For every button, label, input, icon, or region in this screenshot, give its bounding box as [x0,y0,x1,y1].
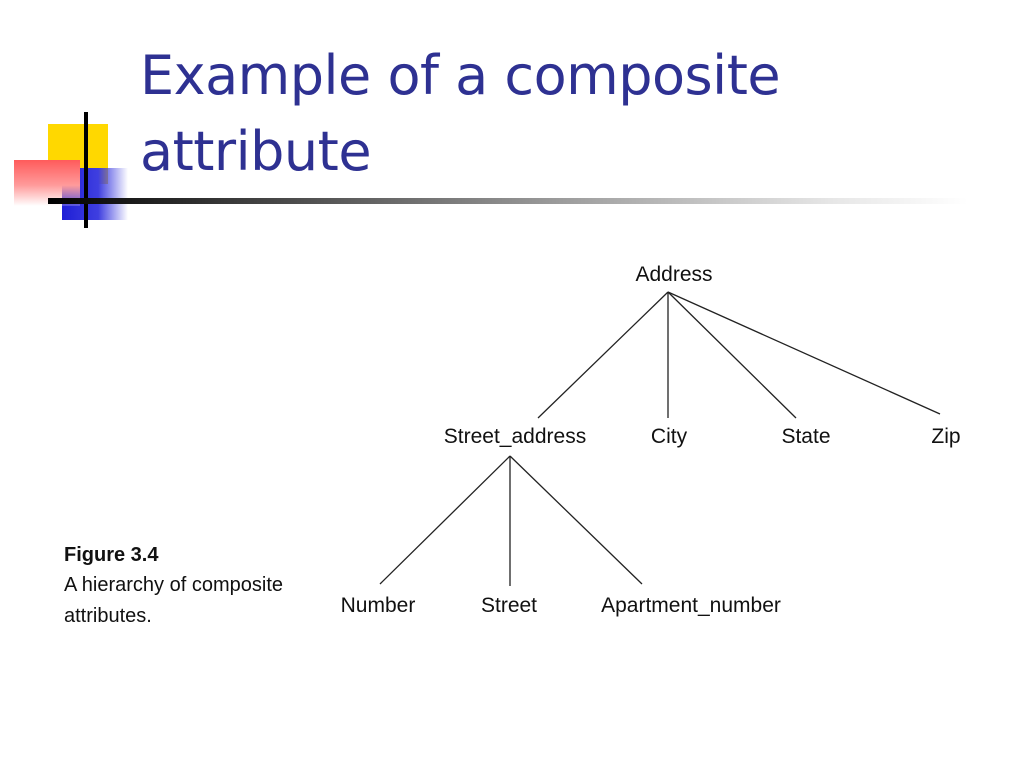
node-level2-street: Street [481,594,537,617]
node-level1-zip: Zip [931,425,960,448]
slide-title: Example of a composite attribute [140,44,781,183]
node-level1-city: City [651,425,688,448]
node-level2-number: Number [341,594,416,617]
edge-address-street-address [537,291,669,419]
node-level1-state: State [781,425,830,448]
decorative-vertical-line [84,112,88,228]
edge-address-state [667,291,797,419]
node-level1-street-address: Street_address [444,425,586,448]
title-underline [48,198,968,204]
figure-caption-text: A hierarchy of composite attributes. [64,574,283,627]
edge-address-zip [667,291,941,415]
node-root: Address [635,263,712,286]
figure-caption: Figure 3.4 A hierarchy of composite attr… [64,540,324,632]
edge-street-address-number [379,455,511,585]
edge-street-address-apartment-number [509,455,643,585]
figure-number: Figure 3.4 [64,544,159,566]
node-level2-apartment-number: Apartment_number [601,594,781,617]
